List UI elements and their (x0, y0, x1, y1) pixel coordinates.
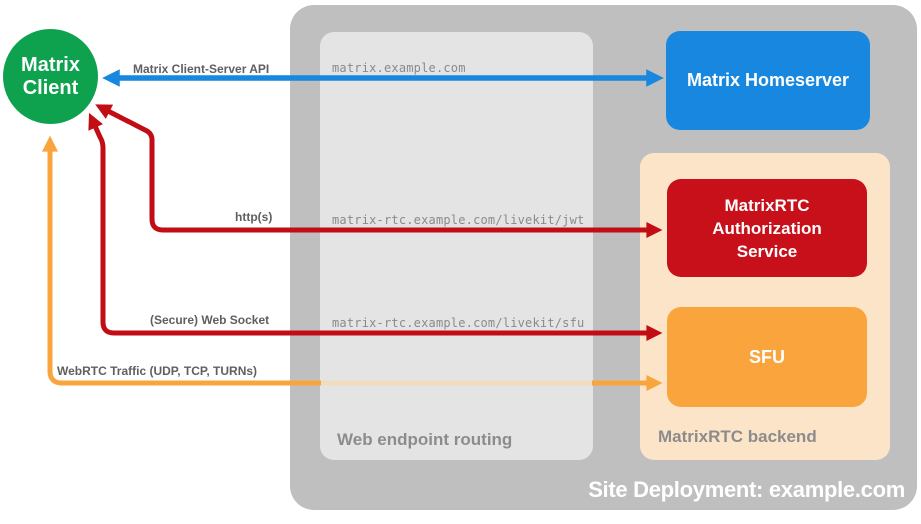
sfu-node: SFU (667, 307, 867, 407)
web-endpoint-routing-label: Web endpoint routing (337, 430, 513, 449)
matrix-client-label-line1: Matrix (21, 53, 80, 76)
matrixrtc-backend-box: MatrixRTC Authorization Service SFU Matr… (640, 153, 890, 460)
site-deployment-title: Site Deployment: example.com (588, 477, 905, 502)
client-server-api-arrow-label: Matrix Client-Server API (133, 62, 270, 76)
sfu-label: SFU (749, 346, 785, 367)
endpoint-livekit-sfu: matrix-rtc.example.com/livekit/sfu (332, 316, 585, 330)
webrtc-traffic-arrow-left (41, 135, 321, 386)
matrixrtc-backend-label: MatrixRTC backend (658, 427, 817, 446)
matrix-homeserver-label: Matrix Homeserver (686, 70, 850, 90)
webrtc-traffic-arrow-label: WebRTC Traffic (UDP, TCP, TURNs) (57, 364, 258, 378)
matrixrtc-authorization-service-label: MatrixRTC Authorization Service (712, 195, 822, 261)
matrixrtc-authorization-service-node: MatrixRTC Authorization Service (667, 179, 867, 277)
matrix-homeserver-node: Matrix Homeserver (666, 31, 870, 130)
matrix-client-label-line2: Client (22, 76, 79, 99)
websocket-arrow-label: (Secure) Web Socket (150, 313, 270, 327)
web-endpoint-routing-box: Web endpoint routing (320, 32, 593, 460)
matrix-client-node: Matrix Client (3, 29, 98, 124)
endpoint-matrix: matrix.example.com (332, 61, 466, 75)
site-deployment-container: Web endpoint routing Matrix Homeserver M… (290, 5, 917, 510)
https-arrow-label: http(s) (235, 210, 273, 224)
endpoint-livekit-jwt: matrix-rtc.example.com/livekit/jwt (332, 213, 585, 227)
